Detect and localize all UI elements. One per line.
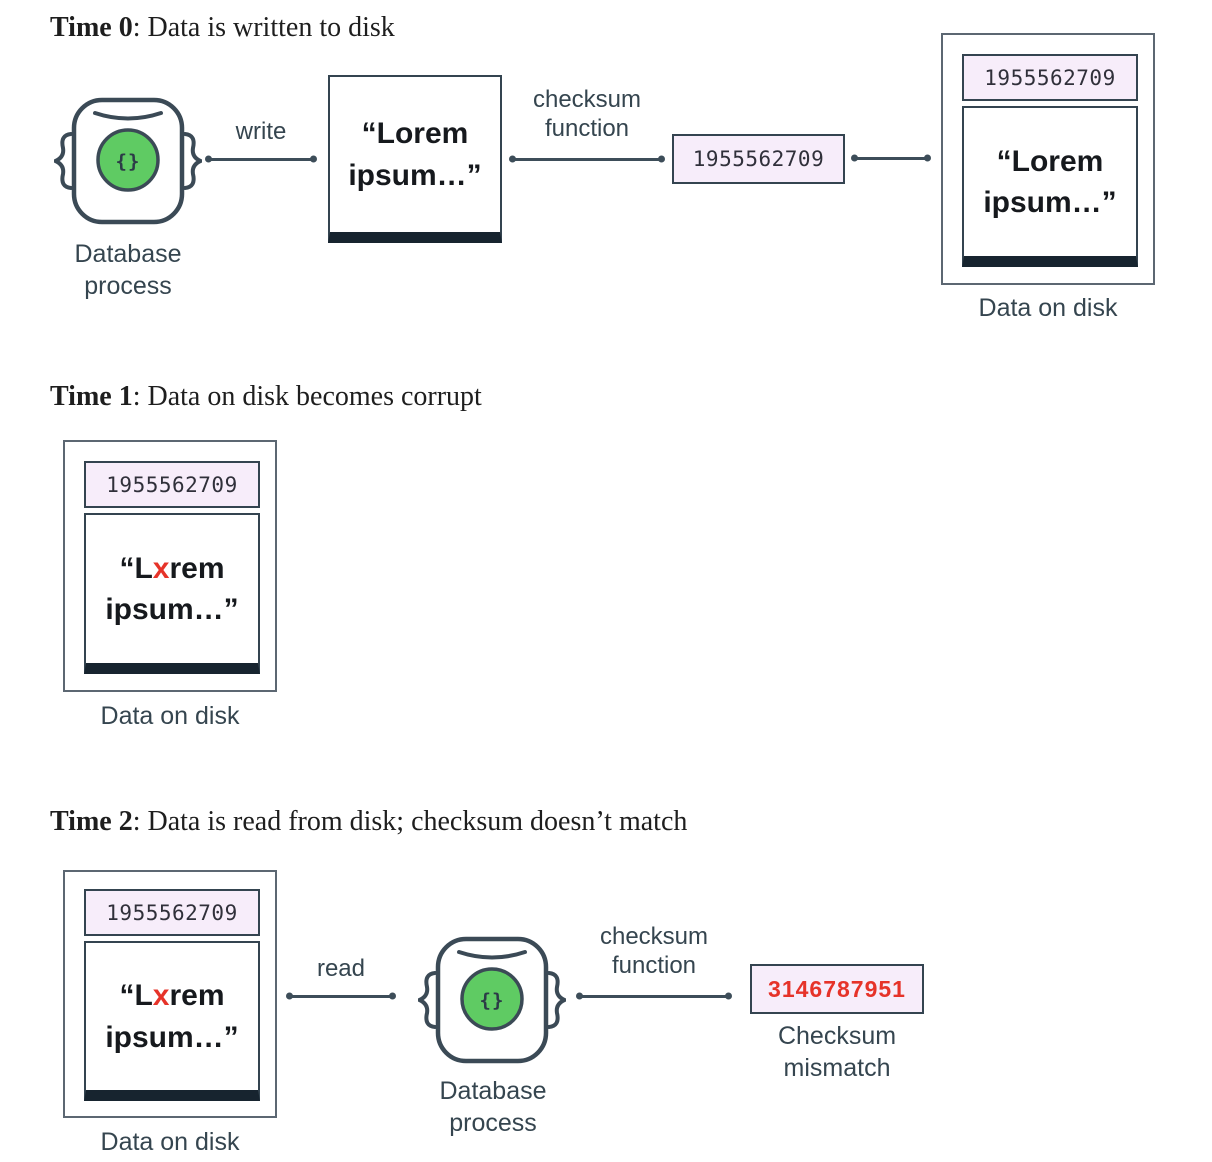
heading-time-2-text: : Data is read from disk; checksum doesn… (132, 806, 688, 837)
database-process-label: Database process (439, 1077, 547, 1137)
data-on-disk-label: Data on disk (978, 294, 1118, 322)
document-text: “Lorem ipsum…” (983, 144, 1117, 219)
connector-dot (286, 992, 293, 1000)
checksum-value: 1955562709 (984, 65, 1116, 90)
checksum-value-box: 1955562709 (962, 54, 1138, 101)
code-circle (96, 128, 160, 192)
checksum-value-box: 1955562709 (672, 134, 845, 184)
document-text: “Lorem ipsum…” (348, 117, 482, 192)
checksum-mismatch-label: Checksum mismatch (777, 1022, 897, 1082)
connector-dot (389, 992, 396, 1000)
checksum-function-label: checksum function (599, 923, 709, 979)
connector-dot (205, 155, 212, 163)
heading-time-2-label: Time 2 (50, 806, 133, 837)
document-text-corrupt: “Lxrem ipsum…” (105, 975, 238, 1058)
container-lid-curve (93, 111, 163, 121)
corrupt-character: x (152, 979, 170, 1013)
curly-brace-right-icon (547, 971, 566, 1029)
document-box: “Lorem ipsum…” (328, 75, 502, 243)
data-on-disk-label: Data on disk (100, 702, 240, 730)
heading-time-0-label: Time 0 (50, 12, 133, 43)
braces-glyph: {} (116, 151, 141, 173)
braces-glyph: {} (480, 990, 505, 1012)
database-process-label: Database process (74, 240, 182, 300)
checksum-mismatch-box: 3146787951 (750, 964, 924, 1014)
heading-time-1-text: : Data on disk becomes corrupt (132, 381, 482, 412)
heading-time-2: Time 2: Data is read from disk; checksum… (50, 806, 687, 838)
heading-time-0: Time 0: Data is written to disk (50, 12, 395, 44)
document-box-corrupt: “Lxrem ipsum…” (84, 513, 260, 674)
corrupt-text-suffix: rem (169, 551, 225, 585)
connector-line (286, 992, 396, 1000)
document-text-corrupt: “Lxrem ipsum…” (105, 548, 238, 631)
connector-dot (924, 154, 931, 162)
corrupt-text-prefix: “L (119, 979, 153, 1013)
connector-line (576, 992, 732, 1000)
corrupt-text-suffix: rem (169, 979, 225, 1013)
data-on-disk-box: 1955562709 “Lxrem ipsum…” (63, 440, 277, 692)
database-process-icon: {} (418, 936, 566, 1064)
read-connector: read (286, 955, 396, 1003)
heading-time-1-label: Time 1 (50, 381, 133, 412)
curly-brace-right-icon (183, 132, 202, 190)
checksum-function-connector: checksum function (576, 923, 732, 1003)
curly-brace-left-icon (418, 971, 437, 1029)
container-lid-curve (457, 950, 527, 960)
write-connector: write (205, 118, 317, 166)
checksum-value: 1955562709 (692, 147, 825, 171)
code-circle (460, 967, 524, 1031)
connector-dot (509, 155, 516, 163)
write-label: write (235, 118, 287, 145)
connector-dot (658, 155, 665, 163)
connector-dot (310, 155, 317, 163)
checksum-mismatch-value: 3146787951 (768, 975, 906, 1002)
connector-dot (725, 992, 732, 1000)
checksum-value-box: 1955562709 (84, 461, 260, 508)
connector-line (205, 155, 317, 163)
to-disk-connector (851, 148, 931, 168)
document-box: “Lorem ipsum…” (962, 106, 1138, 267)
corrupt-text-prefix: “L (119, 551, 153, 585)
data-on-disk-label: Data on disk (100, 1128, 240, 1156)
checksum-value: 1955562709 (106, 900, 238, 925)
connector-dot (576, 992, 583, 1000)
checksum-function-label: checksum function (532, 86, 642, 142)
heading-time-0-text: : Data is written to disk (132, 12, 395, 43)
connector-line (851, 154, 931, 162)
curly-brace-left-icon (54, 132, 73, 190)
checksum-function-connector: checksum function (509, 86, 665, 166)
corrupt-text-line2: ipsum…” (105, 1020, 239, 1054)
document-box-corrupt: “Lxrem ipsum…” (84, 941, 260, 1101)
data-on-disk-box: 1955562709 “Lxrem ipsum…” (63, 870, 277, 1118)
checksum-value-box: 1955562709 (84, 889, 260, 936)
connector-dot (851, 154, 858, 162)
checksum-value: 1955562709 (106, 472, 238, 497)
read-label: read (316, 955, 366, 982)
heading-time-1: Time 1: Data on disk becomes corrupt (50, 381, 482, 413)
connector-line (509, 155, 665, 163)
corrupt-character: x (152, 551, 170, 585)
corrupt-text-line2: ipsum…” (105, 593, 239, 626)
data-on-disk-box: 1955562709 “Lorem ipsum…” (941, 33, 1155, 285)
database-process-icon: {} (54, 97, 202, 225)
